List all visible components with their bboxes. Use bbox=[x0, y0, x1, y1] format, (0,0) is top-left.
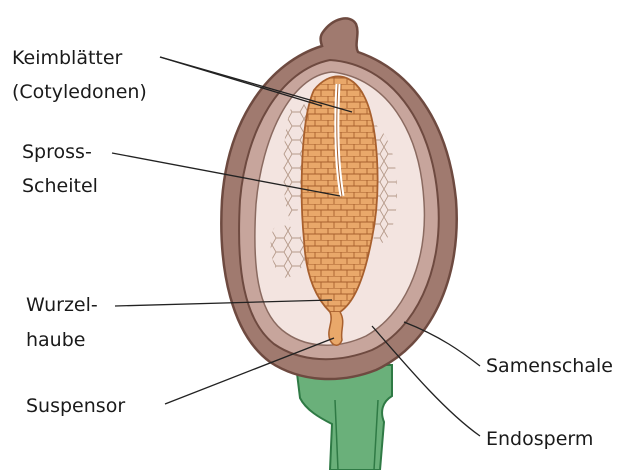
stalk bbox=[296, 365, 392, 470]
label-shoot-apex-line1: Spross- bbox=[22, 141, 92, 163]
label-root-cap-line2: haube bbox=[26, 329, 85, 351]
label-root-cap-line1: Wurzel- bbox=[26, 294, 98, 316]
label-endosperm: Endosperm bbox=[486, 428, 593, 450]
label-shoot-apex-line2: Scheitel bbox=[22, 175, 98, 197]
label-suspensor: Suspensor bbox=[26, 395, 125, 417]
label-cotyledons-line1: Keimblätter bbox=[12, 47, 123, 69]
label-seed-coat: Samenschale bbox=[486, 355, 613, 377]
label-cotyledons-line2: (Cotyledonen) bbox=[12, 81, 147, 103]
